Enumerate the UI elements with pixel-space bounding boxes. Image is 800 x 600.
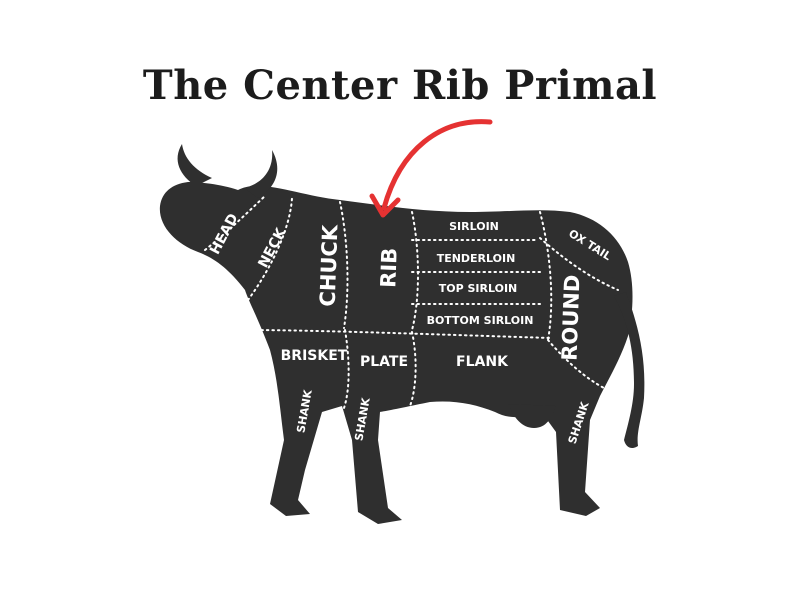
cow-tail <box>614 292 645 448</box>
page-title: The Center Rib Primal <box>142 62 658 109</box>
arrow-icon <box>369 119 493 218</box>
cow-body <box>159 182 633 524</box>
label-chuck: CHUCK <box>316 224 343 307</box>
label-sirloin: SIRLOIN <box>449 220 499 233</box>
label-plate: PLATE <box>360 354 408 370</box>
label-top-sirloin: TOP SIRLOIN <box>439 282 518 295</box>
label-flank: FLANK <box>456 354 509 370</box>
cow-horn-left <box>177 144 212 186</box>
label-bottom-sirloin: BOTTOM SIRLOIN <box>427 314 534 327</box>
cow-silhouette <box>159 144 645 524</box>
cut-lines <box>204 195 619 409</box>
cow-udder <box>508 404 556 428</box>
label-brisket: BRISKET <box>281 348 348 364</box>
label-tenderloin: TENDERLOIN <box>437 252 516 265</box>
cow-horn-right <box>244 150 278 198</box>
label-rib: RIB <box>376 247 401 288</box>
label-round: ROUND <box>558 274 585 361</box>
